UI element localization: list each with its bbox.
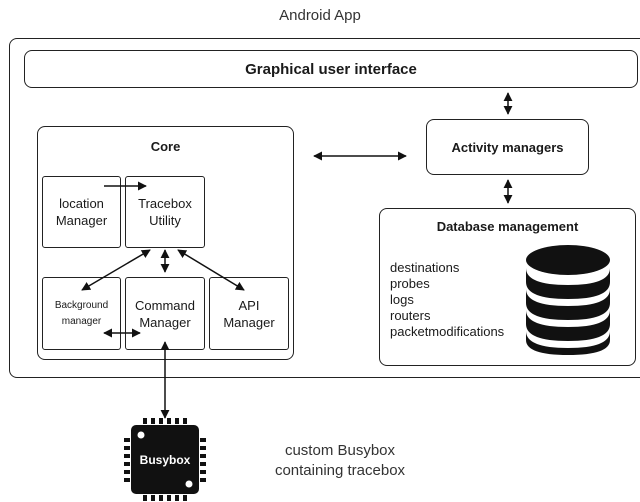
database-table-item: routers xyxy=(390,308,431,323)
activity-managers-box xyxy=(426,119,589,175)
gui-box xyxy=(24,50,638,88)
tracebox-utility-label: Tracebox Utility xyxy=(138,196,192,228)
command-manager-label: Command Manager xyxy=(135,297,195,330)
database-management-label: Database management xyxy=(436,219,579,234)
database-table-item: logs xyxy=(390,292,414,307)
tracebox-utility-box xyxy=(125,176,205,248)
database-table-item: packetmodifications xyxy=(390,324,505,339)
diagram-title: Android App xyxy=(279,7,361,24)
core-label: Core xyxy=(150,139,181,154)
activity-managers-label: Activity managers xyxy=(451,139,564,155)
gui-label: Graphical user interface xyxy=(245,60,417,78)
api-manager-label: API Manager xyxy=(223,297,275,330)
database-table-item: probes xyxy=(390,276,430,291)
busybox-chip-label: Busybox xyxy=(139,452,191,467)
database-table-list: destinations probes logs routers packetm… xyxy=(390,260,504,340)
location-manager-box xyxy=(42,176,121,248)
busybox-caption-line2: containing tracebox xyxy=(274,462,406,479)
location-manager-label: location Manager xyxy=(55,196,108,228)
database-table-item: destinations xyxy=(390,260,460,275)
background-manager-label: Background manager xyxy=(54,299,109,327)
busybox-caption-line1: custom Busybox xyxy=(284,442,396,459)
